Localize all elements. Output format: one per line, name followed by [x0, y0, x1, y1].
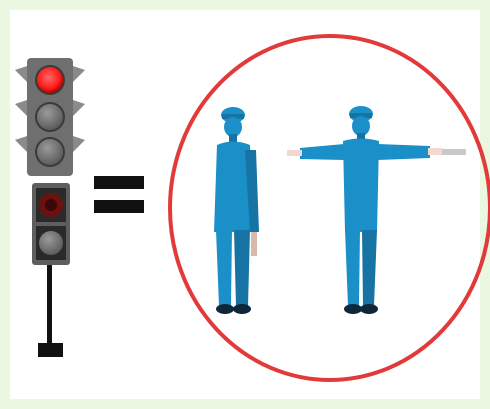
green-lamp-off [37, 139, 63, 165]
signal-base [38, 343, 63, 357]
red-lamp [37, 67, 63, 93]
pedestrian-lamp-off [39, 231, 63, 255]
police-officer-standing-icon [214, 107, 259, 314]
police-officer-arms-extended-icon [287, 106, 466, 314]
yellow-lamp-off [37, 104, 63, 130]
traffic-light-icon [15, 58, 85, 357]
signal-pole [47, 262, 52, 344]
equals-sign-icon [94, 176, 144, 213]
